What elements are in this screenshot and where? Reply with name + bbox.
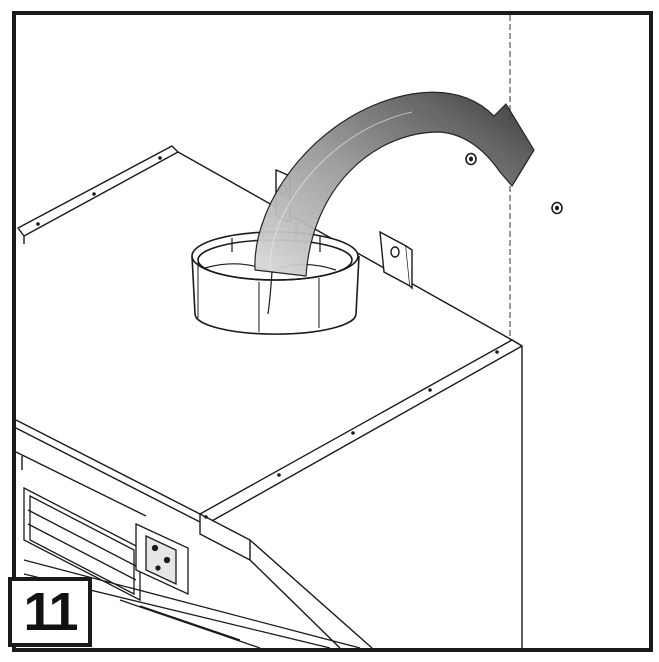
trim-rivets <box>36 156 499 519</box>
control-panel <box>23 486 361 649</box>
wall-plug-icon <box>465 152 477 166</box>
hood-body <box>15 145 523 649</box>
frame-border <box>12 11 653 652</box>
step-number-badge: 11 <box>8 577 92 647</box>
mounting-bracket-right <box>379 230 413 290</box>
wall-plug-icon <box>551 201 563 215</box>
rotation-arrow-icon <box>254 91 535 277</box>
